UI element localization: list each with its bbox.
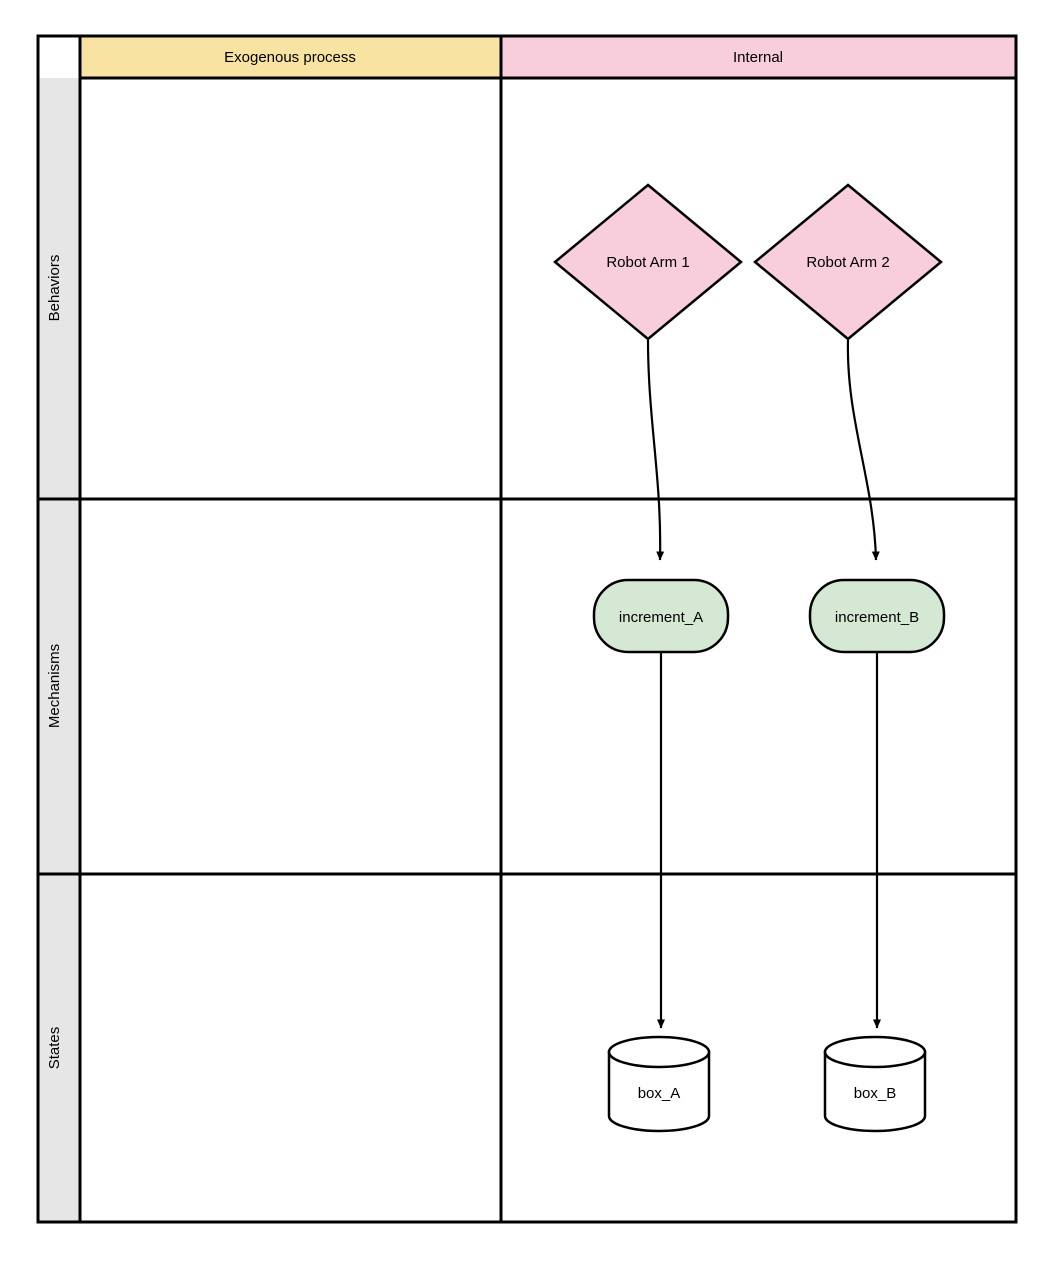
box-b-label: box_B <box>854 1085 897 1102</box>
robot-arm-2-label: Robot Arm 2 <box>806 254 889 271</box>
row-header-label-mechanisms: Mechanisms <box>46 644 63 728</box>
robot-arm-1-label: Robot Arm 1 <box>606 254 689 271</box>
node-robot-arm-2[interactable]: Robot Arm 2 <box>753 183 943 341</box>
edges-layer <box>646 339 881 1029</box>
box-a-label: box_A <box>638 1085 681 1102</box>
row-header-label-states: States <box>46 1027 63 1070</box>
box-b-cylinder-top[interactable] <box>823 1035 927 1069</box>
robot-arm-2-diamond-shape[interactable] <box>753 183 943 341</box>
pool-outer-border <box>36 34 1018 1224</box>
row-header-states[interactable] <box>38 874 80 1222</box>
row-header-mechanisms[interactable] <box>38 499 80 874</box>
column-header-exogenous[interactable] <box>80 36 501 78</box>
increment-a-label: increment_A <box>619 609 703 626</box>
box-b-cylinder-body[interactable] <box>823 1050 927 1133</box>
increment-b-label: increment_B <box>835 609 919 626</box>
column-header-label-exogenous: Exogenous process <box>224 49 356 66</box>
box-a-cylinder-body[interactable] <box>607 1050 711 1133</box>
increment-a-stadium-shape[interactable] <box>592 578 730 654</box>
edge-robot-arm-2-to-increment-b <box>846 339 880 561</box>
robot-arm-1-diamond-shape[interactable] <box>553 183 743 341</box>
column-header-label-internal: Internal <box>733 49 783 66</box>
node-box-b[interactable]: box_B <box>823 1035 927 1133</box>
row-header-behaviors[interactable] <box>38 78 80 499</box>
node-increment-a[interactable]: increment_A <box>592 578 730 654</box>
column-header-internal[interactable] <box>501 36 1016 78</box>
node-increment-b[interactable]: increment_B <box>808 578 946 654</box>
node-box-a[interactable]: box_A <box>607 1035 711 1133</box>
increment-b-stadium-shape[interactable] <box>808 578 946 654</box>
edge-robot-arm-1-to-increment-a <box>646 339 665 561</box>
node-robot-arm-1[interactable]: Robot Arm 1 <box>553 183 743 341</box>
row-header-label-behaviors: Behaviors <box>46 255 63 322</box>
box-a-cylinder-top[interactable] <box>607 1035 711 1069</box>
